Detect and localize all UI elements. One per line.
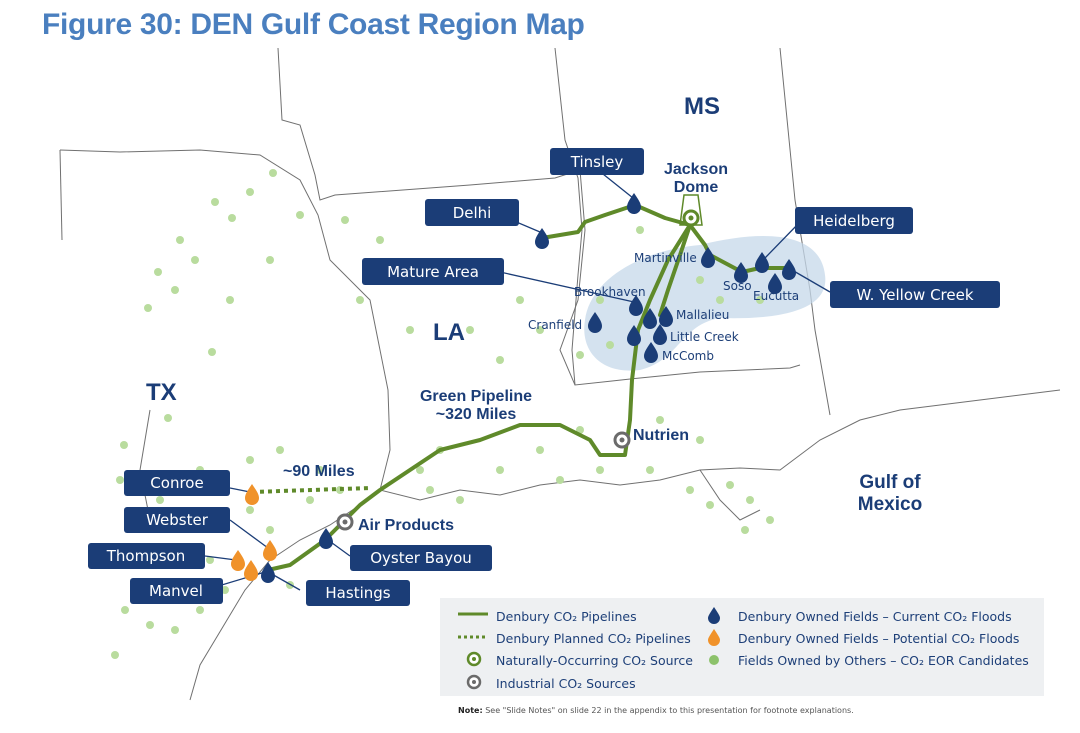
map-legend: Denbury CO₂ Pipelines Denbury Planned CO… — [440, 598, 1044, 696]
state-label-tx: TX — [146, 379, 177, 406]
legend-planned-label: Denbury Planned CO₂ Pipelines — [496, 631, 691, 646]
callout-hastings: Hastings — [306, 580, 410, 606]
candidate-fields — [111, 169, 774, 659]
callout-tinsley-text: Tinsley — [570, 153, 624, 171]
field-webster-marker — [263, 540, 277, 561]
callout-thompson: Thompson — [88, 543, 205, 569]
jackson-dome-label-line1: Jackson — [664, 161, 728, 178]
legend-candidate-field-icon — [709, 655, 719, 665]
callout-oyster-bayou-text: Oyster Bayou — [370, 549, 472, 567]
legend-natural-label: Naturally-Occurring CO₂ Source — [496, 653, 693, 668]
legend-potential-field-icon — [708, 629, 720, 646]
callout-conroe-text: Conroe — [150, 474, 203, 492]
callout-delhi: Delhi — [425, 199, 519, 226]
nutrien-label: Nutrien — [633, 427, 689, 444]
field-label-little-creek: Little Creek — [670, 330, 739, 344]
field-tinsley-marker — [627, 193, 641, 214]
industrial-source-nutrien — [613, 431, 631, 449]
figure-title: Figure 30: DEN Gulf Coast Region Map — [42, 8, 585, 41]
field-hastings-marker — [261, 562, 275, 583]
legend-others-label: Fields Owned by Others – CO₂ EOR Candida… — [738, 653, 1029, 668]
callout-heidelberg: Heidelberg — [795, 207, 913, 234]
state-label-la: LA — [433, 319, 465, 346]
jackson-dome-label-line2: Dome — [674, 179, 719, 196]
callout-thompson-text: Thompson — [106, 547, 185, 565]
air-products-label: Air Products — [358, 517, 454, 534]
callout-mature-area: Mature Area — [362, 258, 504, 285]
planned-pipeline — [251, 486, 371, 494]
callout-hastings-text: Hastings — [325, 584, 390, 602]
footnote-text: See "Slide Notes" on slide 22 in the app… — [485, 706, 854, 715]
field-label-martinville: Martinville — [634, 251, 697, 265]
gulf-label-line2: Mexico — [858, 494, 922, 515]
legend-industrial-source-icon — [466, 674, 482, 690]
callout-leaders — [204, 169, 831, 591]
field-label-mccomb: McComb — [662, 349, 714, 363]
callout-w-yellow-creek-text: W. Yellow Creek — [856, 286, 973, 304]
callout-oyster-bayou: Oyster Bayou — [350, 545, 492, 571]
legend-pipelines-label: Denbury CO₂ Pipelines — [496, 609, 637, 624]
field-conroe-marker — [245, 484, 259, 505]
field-label-mallalieu: Mallalieu — [676, 308, 729, 322]
field-thompson-marker — [231, 550, 245, 571]
state-label-ms: MS — [684, 93, 720, 120]
callout-manvel: Manvel — [130, 578, 223, 604]
callout-webster-text: Webster — [146, 511, 209, 529]
callout-manvel-text: Manvel — [149, 582, 203, 600]
legend-planned-swatch — [458, 635, 488, 639]
callout-webster: Webster — [124, 507, 230, 533]
footnote-label: Note: — [458, 706, 483, 715]
field-label-brookhaven: Brookhaven — [574, 285, 646, 299]
callout-delhi-text: Delhi — [453, 204, 492, 222]
legend-current-label: Denbury Owned Fields – Current CO₂ Flood… — [738, 609, 1012, 624]
natural-source-jackson-dome — [679, 194, 703, 227]
field-manvel-marker — [244, 560, 258, 581]
legend-pipeline-swatch — [458, 612, 488, 616]
callout-tinsley: Tinsley — [550, 148, 644, 175]
callout-mature-area-text: Mature Area — [387, 263, 479, 281]
footnote: Note: See "Slide Notes" on slide 22 in t… — [458, 706, 854, 715]
callout-conroe: Conroe — [124, 470, 230, 496]
planned-pipeline-label: ~90 Miles — [283, 463, 355, 480]
field-label-soso: Soso — [723, 279, 752, 293]
callout-w-yellow-creek: W. Yellow Creek — [830, 281, 1000, 308]
gulf-label-line1: Gulf of — [859, 472, 921, 493]
field-label-eucutta: Eucutta — [753, 289, 799, 303]
legend-industrial-label: Industrial CO₂ Sources — [496, 676, 636, 691]
callout-heidelberg-text: Heidelberg — [813, 212, 895, 230]
field-label-cranfield: Cranfield — [528, 318, 582, 332]
green-pipeline-label-line1: Green Pipeline — [420, 388, 532, 405]
legend-natural-source-icon — [466, 651, 482, 667]
field-oyster-bayou-marker — [319, 528, 333, 549]
legend-current-field-icon — [708, 607, 720, 624]
green-pipeline-label-line2: ~320 Miles — [436, 406, 517, 423]
industrial-source-air-products — [336, 513, 354, 531]
legend-potential-label: Denbury Owned Fields – Potential CO₂ Flo… — [738, 631, 1020, 646]
